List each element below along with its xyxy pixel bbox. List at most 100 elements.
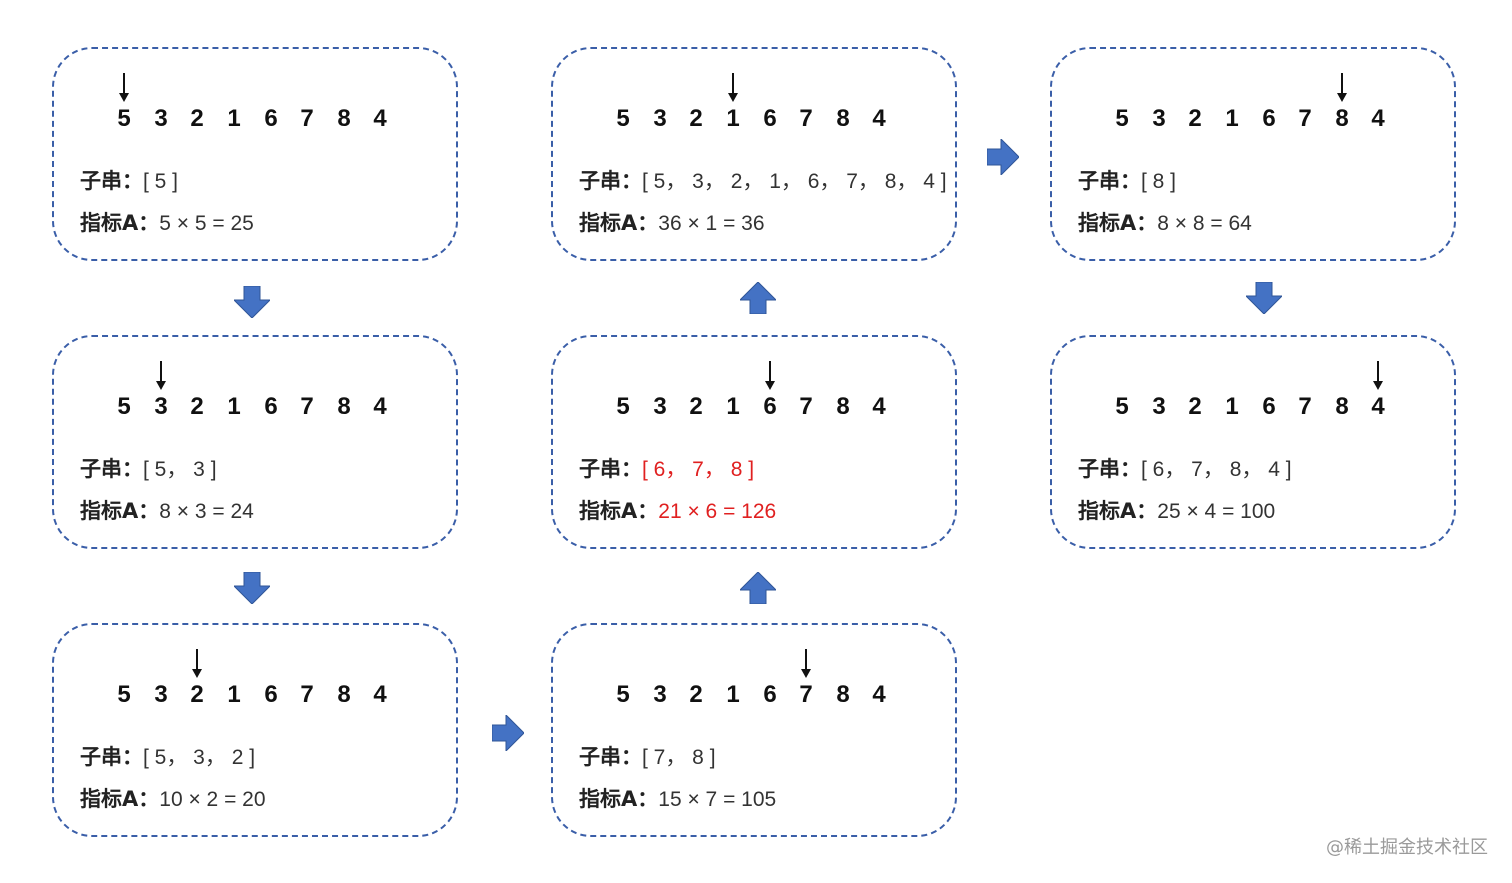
sequence-number: 3 [154,105,168,132]
metric-row: 指标A：15 × 7 = 105 [579,783,776,813]
sequence-number: 8 [1335,105,1349,132]
substring-label: 子串： [579,745,642,769]
substring-label: 子串： [80,745,143,769]
metric-value: 36 × 1 = 36 [658,212,765,235]
substring-value: [ 6， 7， 8， 4 ] [1141,458,1292,481]
sequence-number: 1 [726,393,740,420]
sequence-number: 1 [227,681,241,708]
sequence-number: 7 [300,681,314,708]
sequence-number: 5 [117,393,131,420]
pointer-arrow-icon [1373,361,1383,390]
sequence-number: 4 [1371,105,1385,132]
metric-label: 指标A： [579,211,659,235]
metric-row: 指标A：36 × 1 = 36 [579,207,765,237]
substring-row: 子串：[ 5， 3， 2， 1， 6， 7， 8， 4 ] [579,165,947,195]
flow-arrow-down-icon [1246,282,1282,314]
sequence-number: 4 [373,105,387,132]
metric-label: 指标A： [1078,499,1158,523]
sequence-number: 4 [872,105,886,132]
metric-value: 25 × 4 = 100 [1157,500,1276,523]
sequence-number: 1 [1225,105,1239,132]
flow-arrow-right-icon [492,715,524,751]
sequence-number: 7 [1298,393,1312,420]
pointer-arrow-icon [156,361,166,390]
metric-label: 指标A： [80,787,160,811]
sequence-number: 6 [1262,393,1276,420]
sequence-number: 3 [653,681,667,708]
substring-row: 子串：[ 8 ] [1078,165,1176,195]
sequence-number: 3 [653,393,667,420]
substring-value: [ 5， 3， 2 ] [143,746,256,769]
metric-row: 指标A：25 × 4 = 100 [1078,495,1275,525]
substring-row: 子串：[ 5， 3 ] [80,453,217,483]
sequence-number: 5 [117,681,131,708]
sequence-number: 4 [872,681,886,708]
metric-value: 10 × 2 = 20 [159,788,266,811]
sequence-number: 1 [726,681,740,708]
substring-row: 子串：[ 6， 7， 8， 4 ] [1078,453,1292,483]
metric-value: 8 × 3 = 24 [159,500,254,523]
sequence-number: 6 [264,105,278,132]
substring-label: 子串： [80,169,143,193]
sequence-number: 1 [1225,393,1239,420]
metric-value: 8 × 8 = 64 [1157,212,1252,235]
metric-label: 指标A： [1078,211,1158,235]
sequence-number: 5 [117,105,131,132]
sequence-number: 2 [689,105,703,132]
flow-arrow-up-icon [740,572,776,604]
metric-label: 指标A： [579,499,659,523]
sequence-number: 2 [689,393,703,420]
pointer-arrow-icon [1337,73,1347,102]
sequence-number: 6 [264,393,278,420]
metric-value: 21 × 6 = 126 [658,500,777,523]
metric-label: 指标A： [579,787,659,811]
sequence-number: 8 [836,105,850,132]
sequence-number: 6 [264,681,278,708]
pointer-arrow-icon [728,73,738,102]
substring-value: [ 5， 3， 2， 1， 6， 7， 8， 4 ] [642,170,947,193]
flow-arrow-right-icon [987,139,1019,175]
sequence-number: 7 [799,105,813,132]
substring-label: 子串： [579,457,642,481]
sequence-number: 7 [1298,105,1312,132]
metric-row: 指标A：8 × 3 = 24 [80,495,254,525]
sequence-number: 1 [227,393,241,420]
sequence-number: 5 [616,393,630,420]
sequence-number: 4 [872,393,886,420]
sequence-number: 5 [1115,393,1129,420]
sequence-number: 3 [154,393,168,420]
sequence-number: 8 [836,681,850,708]
metric-row: 指标A：8 × 8 = 64 [1078,207,1252,237]
pointer-arrow-icon [192,649,202,678]
sequence-number: 6 [763,105,777,132]
sequence-number: 6 [1262,105,1276,132]
substring-label: 子串： [80,457,143,481]
sequence-number: 2 [190,681,204,708]
sequence-number: 5 [616,681,630,708]
sequence-number: 7 [799,681,813,708]
pointer-arrow-icon [801,649,811,678]
sequence-number: 5 [616,105,630,132]
sequence-number: 7 [799,393,813,420]
sequence-number: 3 [154,681,168,708]
sequence-number: 1 [227,105,241,132]
metric-row: 指标A：5 × 5 = 25 [80,207,254,237]
sequence-number: 2 [1188,105,1202,132]
sequence-number: 3 [1152,105,1166,132]
sequence-number: 2 [1188,393,1202,420]
sequence-number: 7 [300,105,314,132]
sequence-number: 8 [1335,393,1349,420]
